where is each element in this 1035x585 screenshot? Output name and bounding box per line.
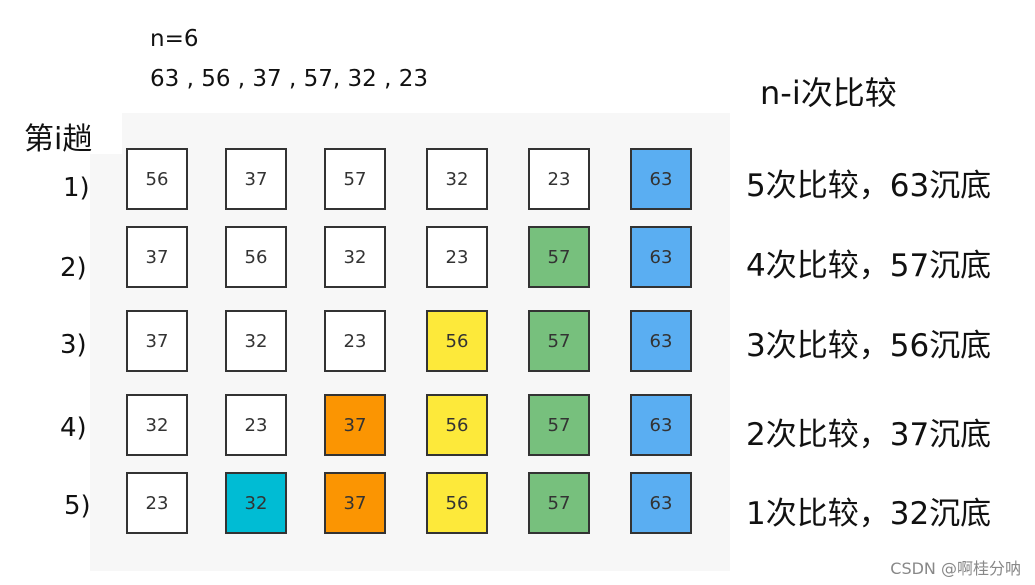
array-cell: 32 [225,472,287,534]
array-cell: 23 [426,226,488,288]
array-cell: 23 [225,394,287,456]
array-cell: 56 [126,148,188,210]
pass-description: 5次比较，63沉底 [746,168,992,204]
array-cell: 63 [630,310,692,372]
array-cell: 23 [528,148,590,210]
array-cell: 37 [225,148,287,210]
pass-label: 2) [60,253,87,283]
pass-label: 1) [63,173,90,203]
pass-description: 3次比较，56沉底 [746,328,992,364]
array-cell: 57 [528,472,590,534]
array-cell: 63 [630,394,692,456]
array-cell: 57 [528,394,590,456]
array-cell: 37 [324,472,386,534]
array-cell: 23 [324,310,386,372]
array-cell: 57 [324,148,386,210]
pass-description: 2次比较，37沉底 [746,417,992,453]
array-cell: 37 [324,394,386,456]
array-cell: 57 [528,310,590,372]
comparisons-header: n-i次比较 [760,74,897,112]
pass-header: 第i趟 [24,122,93,157]
array-cell: 37 [126,310,188,372]
diagram-panel [90,113,730,571]
pass-label: 3) [60,330,87,360]
sequence-label: 63 , 56 , 37 , 57, 32 , 23 [150,66,428,92]
array-cell: 63 [630,472,692,534]
array-cell: 57 [528,226,590,288]
array-cell: 37 [126,226,188,288]
pass-label: 4) [60,413,87,443]
array-cell: 56 [426,394,488,456]
array-cell: 32 [225,310,287,372]
array-cell: 32 [126,394,188,456]
array-cell: 56 [426,472,488,534]
array-cell: 23 [126,472,188,534]
array-cell: 56 [426,310,488,372]
array-cell: 32 [324,226,386,288]
pass-label: 5) [64,491,91,521]
label-background [0,110,122,154]
array-cell: 56 [225,226,287,288]
array-cell: 63 [630,226,692,288]
array-cell: 63 [630,148,692,210]
pass-description: 4次比较，57沉底 [746,248,992,284]
watermark: CSDN @啊桂分呐 [890,559,1021,578]
array-cell: 32 [426,148,488,210]
n-label: n=6 [150,26,199,52]
pass-description: 1次比较，32沉底 [746,496,992,532]
